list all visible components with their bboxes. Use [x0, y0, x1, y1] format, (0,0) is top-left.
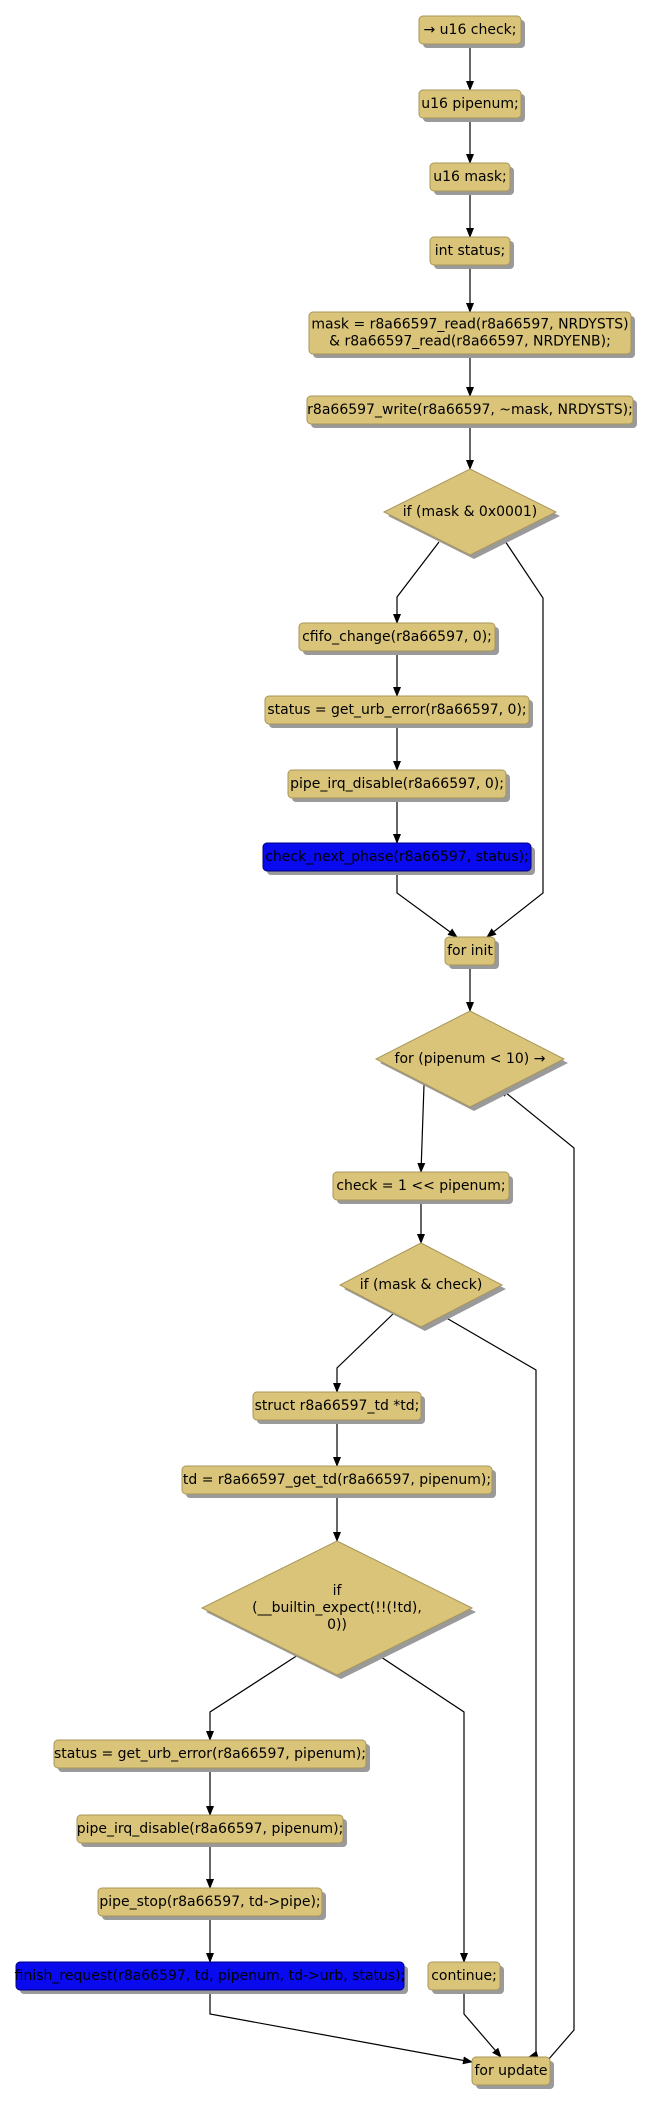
- node-box: [262, 842, 532, 872]
- node-label: & r8a66597_read(r8a66597, NRDYENB);: [329, 334, 611, 350]
- node-box: [252, 1391, 422, 1421]
- edge-17: [442, 1315, 539, 2059]
- node-label: check = 1 << pipenum;: [336, 1178, 505, 1194]
- node-box: [332, 1171, 510, 1201]
- edge-21: [377, 1654, 468, 1963]
- node-box: [287, 769, 507, 799]
- edge-20: [206, 1654, 299, 1741]
- node-struct-td: struct r8a66597_td *td;: [252, 1391, 425, 1424]
- node-box: [264, 695, 530, 725]
- node-label: check_next_phase(r8a66597, status);: [265, 849, 529, 865]
- edge-25: [209, 1990, 473, 2065]
- node-continue-stmt: continue;: [427, 1961, 504, 1994]
- edge-26: [463, 1990, 502, 2058]
- edges: [206, 44, 575, 2065]
- node-label: if: [333, 1583, 343, 1599]
- node-status-urb-error-0: status = get_urb_error(r8a66597, 0);: [264, 695, 533, 728]
- node-for-cond: for (pipenum < 10) →: [374, 1010, 568, 1111]
- node-box: [308, 311, 632, 355]
- node-if-builtin-expect: if(__builtin_expect(!!(!td),0)): [200, 1540, 476, 1679]
- node-label: mask = r8a66597_read(r8a66597, NRDYSTS): [311, 317, 628, 333]
- edge-14: [417, 1084, 426, 1173]
- node-label: continue;: [431, 1968, 497, 1984]
- edge-8: [486, 537, 544, 938]
- node-u16-check: → u16 check;: [418, 15, 525, 48]
- node-label: if (mask & 0x0001): [403, 504, 537, 520]
- node-pipe-stop: pipe_stop(r8a66597, td->pipe);: [97, 1887, 326, 1920]
- node-label: status = get_urb_error(r8a66597, 0);: [267, 702, 526, 718]
- node-finish-request: finish_request(r8a66597, td, pipenum, td…: [15, 1961, 408, 1994]
- node-diamond: [382, 468, 558, 556]
- node-label: status = get_urb_error(r8a66597, pipenum…: [54, 1746, 366, 1762]
- node-write-nrdysts: r8a66597_write(r8a66597, ~mask, NRDYSTS)…: [306, 395, 637, 428]
- node-label: u16 pipenum;: [421, 96, 519, 112]
- node-label: pipe_stop(r8a66597, td->pipe);: [99, 1894, 320, 1910]
- node-int-status: int status;: [429, 236, 514, 269]
- node-box: [429, 162, 511, 192]
- node-label: td = r8a66597_get_td(r8a66597, pipenum);: [183, 1472, 491, 1488]
- node-label: for (pipenum < 10) →: [395, 1051, 546, 1067]
- node-label: if (mask & check): [360, 1277, 483, 1293]
- node-cfifo-change: cfifo_change(r8a66597, 0);: [298, 622, 499, 655]
- node-if-mask-check: if (mask & check): [338, 1242, 506, 1331]
- node-box: [427, 1961, 501, 1991]
- node-status-urb-error-pipenum: status = get_urb_error(r8a66597, pipenum…: [53, 1739, 370, 1772]
- node-u16-pipenum: u16 pipenum;: [418, 89, 525, 122]
- node-label: pipe_irq_disable(r8a66597, pipenum);: [77, 1821, 344, 1837]
- node-label: u16 mask;: [433, 169, 506, 185]
- node-label: (__builtin_expect(!!(!td),: [252, 1600, 422, 1616]
- node-box: [418, 89, 522, 119]
- node-box: [418, 15, 522, 45]
- node-box: [306, 395, 634, 425]
- node-label: int status;: [435, 243, 505, 259]
- edge-27: [499, 1087, 575, 2061]
- node-box: [181, 1465, 493, 1495]
- edge-16: [333, 1312, 395, 1393]
- node-label: finish_request(r8a66597, td, pipenum, td…: [15, 1968, 406, 1984]
- node-label: pipe_irq_disable(r8a66597, 0);: [290, 776, 504, 792]
- node-label: struct r8a66597_td *td;: [255, 1398, 420, 1414]
- node-label: for update: [474, 2063, 547, 2079]
- node-label: cfifo_change(r8a66597, 0);: [302, 629, 492, 645]
- nodes: → u16 check; u16 pipenum; u16 mask; int sta…: [15, 15, 637, 2089]
- node-diamond: [200, 1540, 474, 1676]
- node-box: [15, 1961, 405, 1991]
- node-box: [298, 622, 496, 652]
- node-td-get: td = r8a66597_get_td(r8a66597, pipenum);: [181, 1465, 496, 1498]
- node-for-update: for update: [471, 2056, 554, 2089]
- node-label: → u16 check;: [423, 22, 516, 38]
- node-box: [97, 1887, 323, 1917]
- node-pipe-irq-disable-0: pipe_irq_disable(r8a66597, 0);: [287, 769, 510, 802]
- node-diamond: [374, 1010, 566, 1108]
- node-label: 0)): [327, 1617, 347, 1633]
- node-mask-assign: mask = r8a66597_read(r8a66597, NRDYSTS)&…: [308, 311, 635, 358]
- node-if-mask-0001: if (mask & 0x0001): [382, 468, 560, 559]
- node-u16-mask: u16 mask;: [429, 162, 514, 195]
- node-box: [429, 236, 511, 266]
- node-check-shift: check = 1 << pipenum;: [332, 1171, 513, 1204]
- node-check-next-phase: check_next_phase(r8a66597, status);: [262, 842, 535, 875]
- node-box: [444, 936, 496, 966]
- node-box: [471, 2056, 551, 2086]
- edge-12: [396, 871, 458, 938]
- node-label: for init: [447, 943, 493, 959]
- edge-7: [393, 541, 440, 624]
- node-box: [53, 1739, 367, 1769]
- node-pipe-irq-disable-pipenum: pipe_irq_disable(r8a66597, pipenum);: [76, 1814, 347, 1847]
- node-box: [76, 1814, 344, 1844]
- node-label: r8a66597_write(r8a66597, ~mask, NRDYSTS)…: [307, 402, 633, 418]
- node-diamond: [338, 1242, 504, 1328]
- node-for-init: for init: [444, 936, 499, 969]
